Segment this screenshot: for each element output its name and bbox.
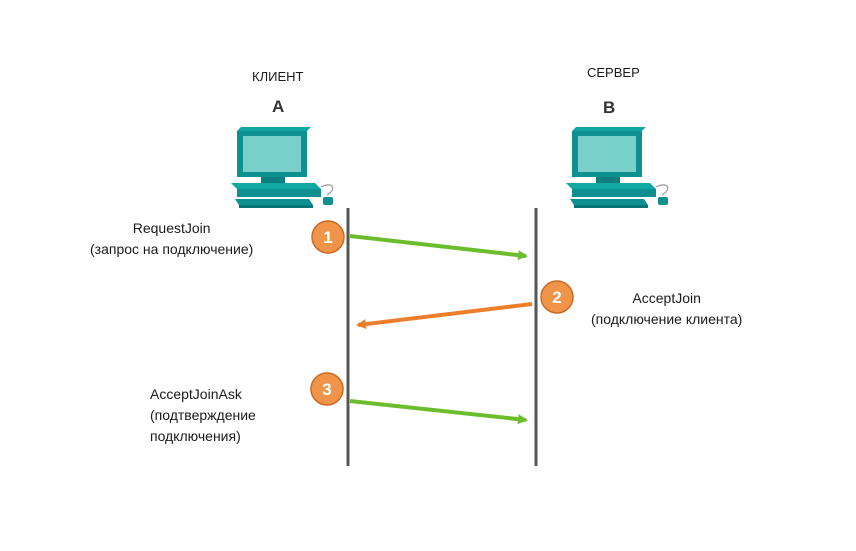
arrow-step-2	[356, 302, 533, 330]
step-1-label: RequestJoin (запрос на подключение)	[90, 220, 254, 257]
step-badge-2: 2	[540, 280, 574, 314]
arrow-step-3	[349, 399, 528, 425]
step-badge-1: 1	[311, 220, 345, 254]
step-badge-3: 3	[310, 372, 344, 406]
server-role-label: СЕРВЕР	[587, 65, 640, 80]
client-letter-label: A	[272, 97, 285, 116]
server-computer-icon	[565, 126, 669, 209]
svg-text:3: 3	[322, 380, 331, 399]
svg-text:2: 2	[552, 288, 561, 307]
svg-text:1: 1	[323, 228, 332, 247]
arrow-step-1	[349, 234, 528, 261]
client-computer-icon	[230, 126, 334, 209]
server-letter-label: B	[603, 98, 616, 117]
step-2-label: AcceptJoin (подключение клиента)	[591, 290, 743, 327]
step-3-label: AcceptJoinAsk (подтверждение подключения…	[150, 386, 256, 444]
client-role-label: КЛИЕНТ	[252, 69, 304, 84]
